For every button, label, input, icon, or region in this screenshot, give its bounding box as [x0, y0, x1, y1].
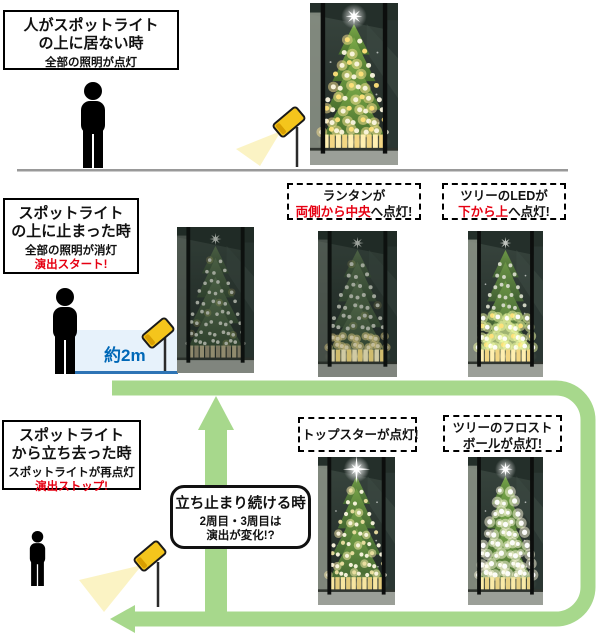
state-box-no-person: 人がスポットライト の上に居ない時 全部の照明が点灯 — [3, 10, 179, 70]
loop-arrowhead-left-icon — [110, 605, 135, 633]
callout-line2: ボールが点灯! — [462, 437, 543, 452]
callout-topstar: トップスターが点灯! — [298, 417, 419, 452]
callout-line2: 両側から中央へ点灯! — [291, 204, 417, 220]
callout-line1: ランタンが — [322, 189, 386, 203]
state-box-title: 人がスポットライト の上に居ない時 — [5, 17, 177, 53]
state-box-stopped-on-spotlight: スポットライト の上に止まった時 全部の照明が消灯 演出スタート! — [3, 198, 139, 274]
title-line1: 人がスポットライト — [23, 17, 159, 34]
title-line2: の上に居ない時 — [38, 35, 144, 52]
spotlight-icon-row2 — [141, 317, 175, 371]
person-icon-row3 — [25, 531, 50, 586]
subtitle-line: 全部の照明が消灯 — [25, 245, 117, 257]
title-line1: スポットライト — [18, 427, 124, 444]
state-box-subtitle: 全部の照明が点灯 — [45, 57, 137, 69]
tree-photo-led-bottom-up — [468, 231, 543, 377]
highlight-line: 演出ストップ! — [35, 481, 108, 494]
loop-sub-line1: 2周目・3周目は — [199, 516, 282, 528]
callout-line1: トップスターが点灯! — [302, 428, 419, 442]
callout-lanterns: ランタンが 両側から中央へ点灯! — [287, 183, 421, 220]
light-beam-icon — [236, 131, 281, 166]
person-icon-row2 — [48, 288, 82, 374]
loop-box-subtitle: 2周目・3周目は 演出が変化!? — [173, 515, 308, 544]
title-line2: から立ち去った時 — [11, 445, 132, 462]
tree-photo-frostballs-lit — [468, 457, 543, 605]
state-box-title: スポットライト から立ち去った時 — [4, 427, 139, 463]
row-separator-line — [17, 169, 568, 172]
callout-line1: ツリーのフロスト — [452, 421, 553, 435]
distance-label: 約2m — [104, 346, 146, 365]
callout-red-text: 下から上 — [458, 205, 509, 220]
loop-box-title: 立ち止まり続ける時 — [175, 496, 306, 512]
loop-arrowhead-up-icon — [198, 396, 234, 430]
loop-box-keep-standing: 立ち止まり続ける時 2周目・3周目は 演出が変化!? — [170, 485, 311, 549]
callout-rest-text: へ点灯! — [370, 205, 413, 220]
subtitle-line: スポットライトが再点灯 — [8, 467, 135, 479]
callout-rest-text: へ点灯! — [508, 205, 550, 220]
callout-red-text: 両側から中央 — [295, 205, 371, 220]
tree-photo-lanterns-lit — [318, 231, 397, 377]
state-box-subtitle: スポットライトが再点灯 演出ストップ! — [4, 466, 139, 495]
person-icon-row1 — [76, 82, 110, 168]
tree-photo-all-lights-off — [177, 227, 254, 373]
title-line2: の上に止まった時 — [11, 223, 131, 240]
highlight-line: 演出スタート! — [34, 259, 108, 272]
callout-led: ツリーのLEDが 下から上へ点灯! — [442, 183, 566, 220]
tree-photo-topstar-lit — [318, 457, 395, 605]
light-beam-icon — [79, 565, 142, 612]
state-box-walked-away: スポットライト から立ち去った時 スポットライトが再点灯 演出ストップ! — [2, 420, 141, 493]
spotlight-icon-row3 — [79, 540, 167, 612]
state-box-title: スポットライト の上に止まった時 — [5, 205, 137, 241]
spotlight-icon-row1 — [236, 106, 306, 167]
loop-arrow-path — [112, 380, 596, 627]
callout-line2: 下から上へ点灯! — [446, 204, 562, 220]
title-line1: スポットライト — [18, 205, 124, 222]
state-box-subtitle: 全部の照明が消灯 演出スタート! — [5, 244, 137, 273]
tree-photo-all-lights-on — [310, 3, 398, 165]
callout-frost: ツリーのフロスト ボールが点灯! — [443, 415, 562, 452]
callout-line1: ツリーのLEDが — [460, 189, 548, 203]
loop-sub-line2: 演出が変化!? — [206, 530, 275, 543]
